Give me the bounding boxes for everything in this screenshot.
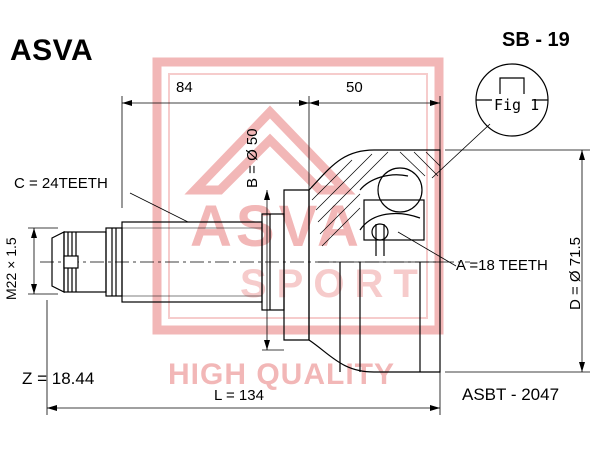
part-code: SB - 19 [502, 29, 570, 51]
dim-thread: M22 × 1.5 [3, 237, 19, 300]
dim-outer-spline: C = 24TEETH [14, 175, 108, 192]
watermark-quality-text: HIGH QUALITY [168, 358, 395, 391]
dim-inner-spline: A =18 TEETH [456, 257, 548, 274]
dim-top-right: 50 [346, 79, 363, 96]
ref-code: ASBT - 2047 [462, 385, 560, 404]
brand-logo-text: ASVA [10, 34, 94, 67]
dim-outer-diameter: D = Ø 71.5 [567, 237, 584, 310]
dim-length: L = 134 [214, 387, 264, 404]
dim-bore-diameter: B = Ø 50 [244, 128, 261, 188]
dim-abs-ring: Z = 18.44 [22, 369, 95, 388]
dim-top-left: 84 [176, 79, 193, 96]
watermark-logo-text: ASVA [190, 194, 363, 259]
fig-label: Fig 1 [494, 96, 540, 114]
